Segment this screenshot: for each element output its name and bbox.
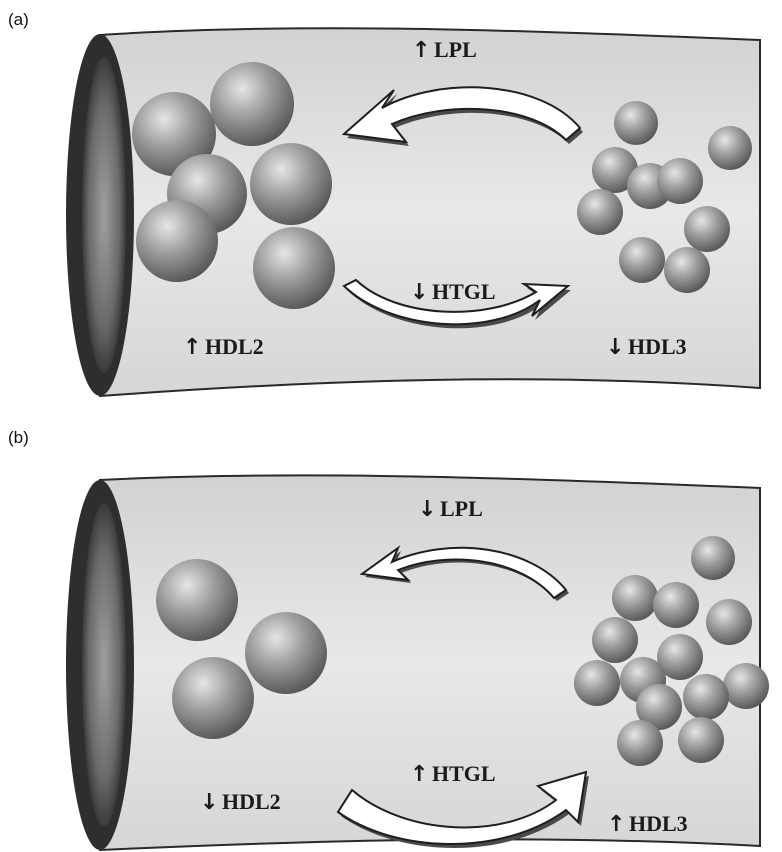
htgl-direction-icon: ↑ [410,762,428,787]
hdl3-sphere [706,599,752,645]
hdl3-sphere [678,717,724,763]
hdl2-sphere [250,143,332,225]
hdl2-label: HDL2 [222,789,281,814]
hdl2-sphere [172,657,254,739]
hdl3-sphere [723,663,769,709]
hdl3-sphere [617,720,663,766]
hdl2-sphere [210,62,294,146]
hdl2-sphere [245,612,327,694]
hdl2-label: HDL2 [205,334,264,359]
hdl3-direction-icon: ↑ [607,812,625,837]
hdl2-sphere [136,200,218,282]
lpl-direction-icon: ↓ [418,497,436,522]
hdl3-direction-icon: ↓ [606,335,624,360]
hdl3-sphere [619,237,665,283]
htgl-label: HTGL [432,761,496,786]
vessel-lumen [82,503,126,827]
lpl-label: LPL [440,496,483,521]
hdl3-sphere [612,575,658,621]
hdl3-sphere [683,674,729,720]
hdl3-label: HDL3 [629,811,688,836]
vessel-lumen [82,57,126,373]
hdl3-sphere [577,189,623,235]
hdl3-sphere [684,206,730,252]
hdl3-sphere [708,126,752,170]
lpl-label: LPL [434,37,477,62]
hdl2-direction-icon: ↑ [183,335,201,360]
hdl3-sphere [592,617,638,663]
hdl3-sphere [657,158,703,204]
hdl2-sphere [253,227,335,309]
htgl-label: HTGL [432,279,496,304]
htgl-direction-icon: ↓ [410,280,428,305]
hdl2-direction-icon: ↓ [200,790,218,815]
hdl3-sphere [653,582,699,628]
hdl2-sphere [156,559,238,641]
panel-b: ↓ LPL ↑ HTGL ↓ HDL2 ↑ HDL3 [66,475,769,850]
hdl3-sphere [664,247,710,293]
hdl3-sphere [691,536,735,580]
hdl3-sphere [614,101,658,145]
lpl-direction-icon: ↑ [412,38,430,63]
hdl3-sphere [574,660,620,706]
hdl3-label: HDL3 [628,334,687,359]
panel-a: ↑ LPL ↓ HTGL ↑ HDL2 ↓ HDL3 [66,28,760,396]
